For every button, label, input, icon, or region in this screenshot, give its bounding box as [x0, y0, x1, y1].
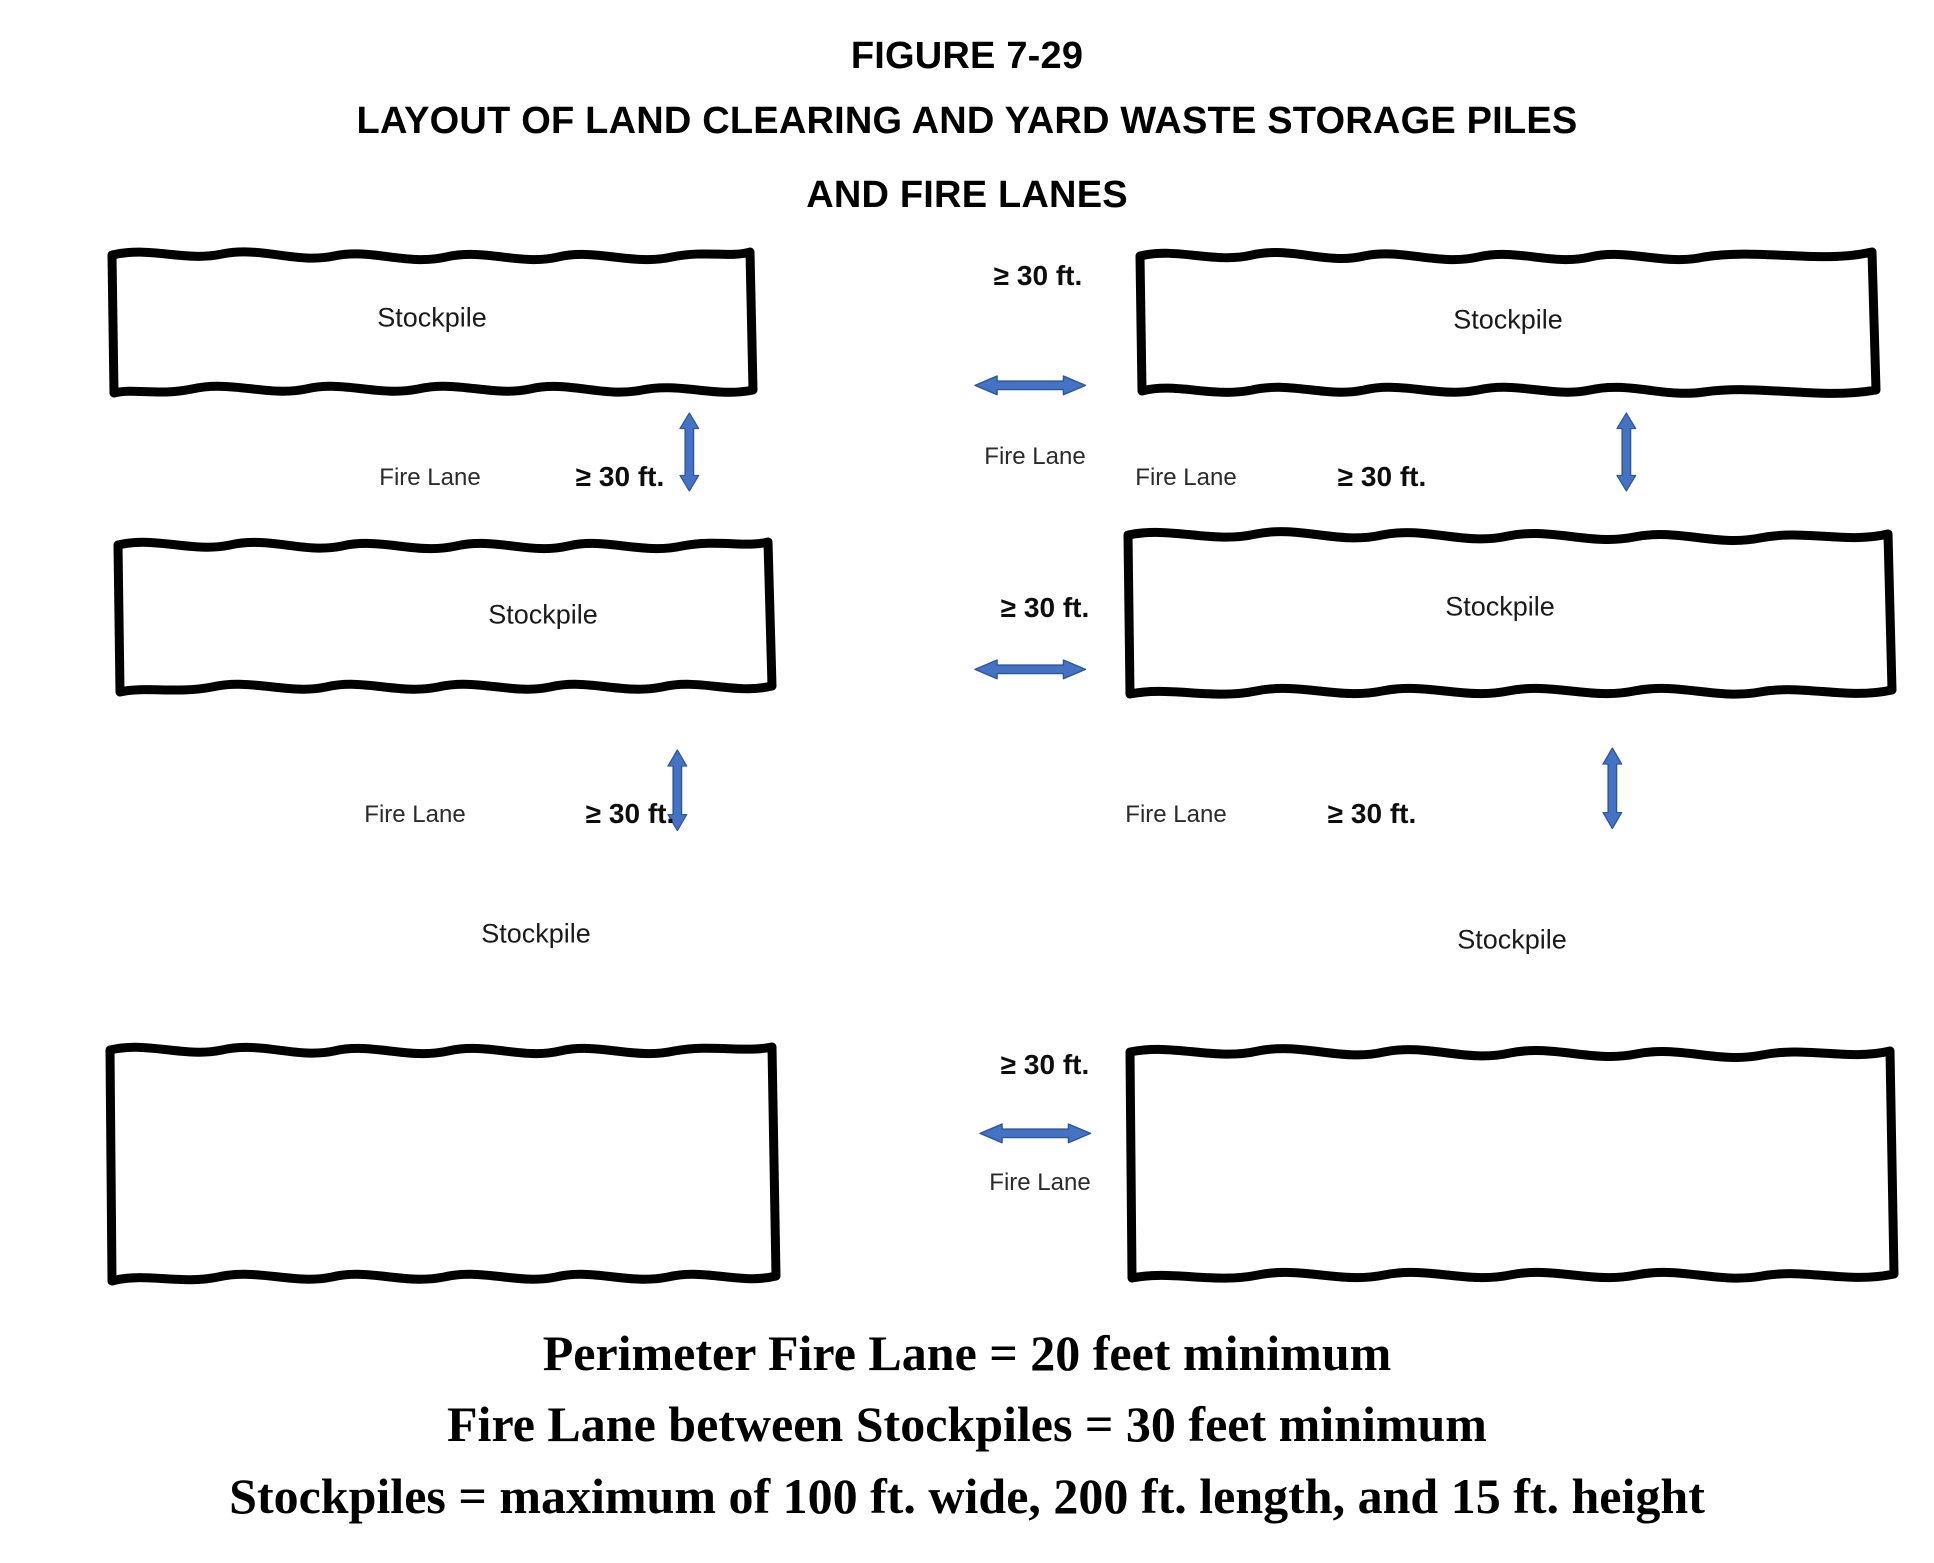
fire-lane-label-top-gap: Fire Lane	[984, 443, 1086, 470]
gap-arrow-bottom-horizontal	[979, 1123, 1092, 1144]
stockpile-label-bottom-left: Stockpile	[481, 918, 591, 949]
figure-title-block: FIGURE 7-29 LAYOUT OF LAND CLEARING AND …	[0, 28, 1934, 232]
dimension-label-left-vertical-upper: ≥ 30 ft.	[575, 461, 665, 492]
stockpile-label-bottom-right: Stockpile	[1457, 924, 1567, 955]
gap-arrow-left-vertical-upper	[679, 412, 700, 492]
stockpile-outline-bottom-right	[1125, 1044, 1899, 1283]
gap-arrow-right-vertical-upper	[1616, 412, 1637, 492]
gap-arrow-middle-horizontal	[974, 659, 1087, 680]
figure-title-line-1: LAYOUT OF LAND CLEARING AND YARD WASTE S…	[356, 100, 1578, 142]
dimension-label-left-vertical-lower: ≥ 30 ft.	[585, 798, 675, 829]
dimension-label-top-gap: ≥ 30 ft.	[993, 260, 1083, 291]
stockpile-label-top-right: Stockpile	[1453, 304, 1563, 335]
stockpile-outline-bottom-left	[105, 1042, 781, 1286]
dimension-label-bottom-gap: ≥ 30 ft.	[1000, 1049, 1090, 1080]
figure-number: FIGURE 7-29	[850, 35, 1084, 77]
stockpile-label-middle-left: Stockpile	[488, 599, 598, 630]
caption-fire-lane-between-stockpiles: Fire Lane between Stockpiles = 30 feet m…	[447, 1396, 1487, 1452]
fire-lane-label-bottom-gap: Fire Lane	[989, 1169, 1091, 1196]
dimension-label-middle-gap: ≥ 30 ft.	[1000, 592, 1090, 623]
dimension-label-right-vertical-lower: ≥ 30 ft.	[1327, 798, 1417, 829]
stockpile-label-top-left: Stockpile	[377, 302, 487, 333]
fire-lane-label-right-vertical-lower: Fire Lane	[1125, 801, 1227, 828]
fire-lane-label-right-vertical-upper: Fire Lane	[1135, 464, 1237, 491]
gap-arrow-top-horizontal	[974, 375, 1087, 396]
gap-arrow-right-vertical-lower	[1602, 747, 1623, 830]
stockpile-outline-middle-left	[113, 537, 777, 697]
fire-lane-label-left-vertical-upper: Fire Lane	[379, 464, 481, 491]
figure-title-line-2: AND FIRE LANES	[806, 174, 1128, 216]
fire-lane-label-left-vertical-lower: Fire Lane	[364, 801, 466, 828]
stockpile-label-middle-right: Stockpile	[1445, 591, 1555, 622]
caption-stockpile-limits: Stockpiles = maximum of 100 ft. wide, 20…	[229, 1468, 1705, 1524]
figure-caption-block: Perimeter Fire Lane = 20 feet minimum Fi…	[0, 1318, 1934, 1532]
dimension-label-right-vertical-upper: ≥ 30 ft.	[1337, 461, 1427, 492]
caption-perimeter-fire-lane: Perimeter Fire Lane = 20 feet minimum	[542, 1325, 1392, 1381]
